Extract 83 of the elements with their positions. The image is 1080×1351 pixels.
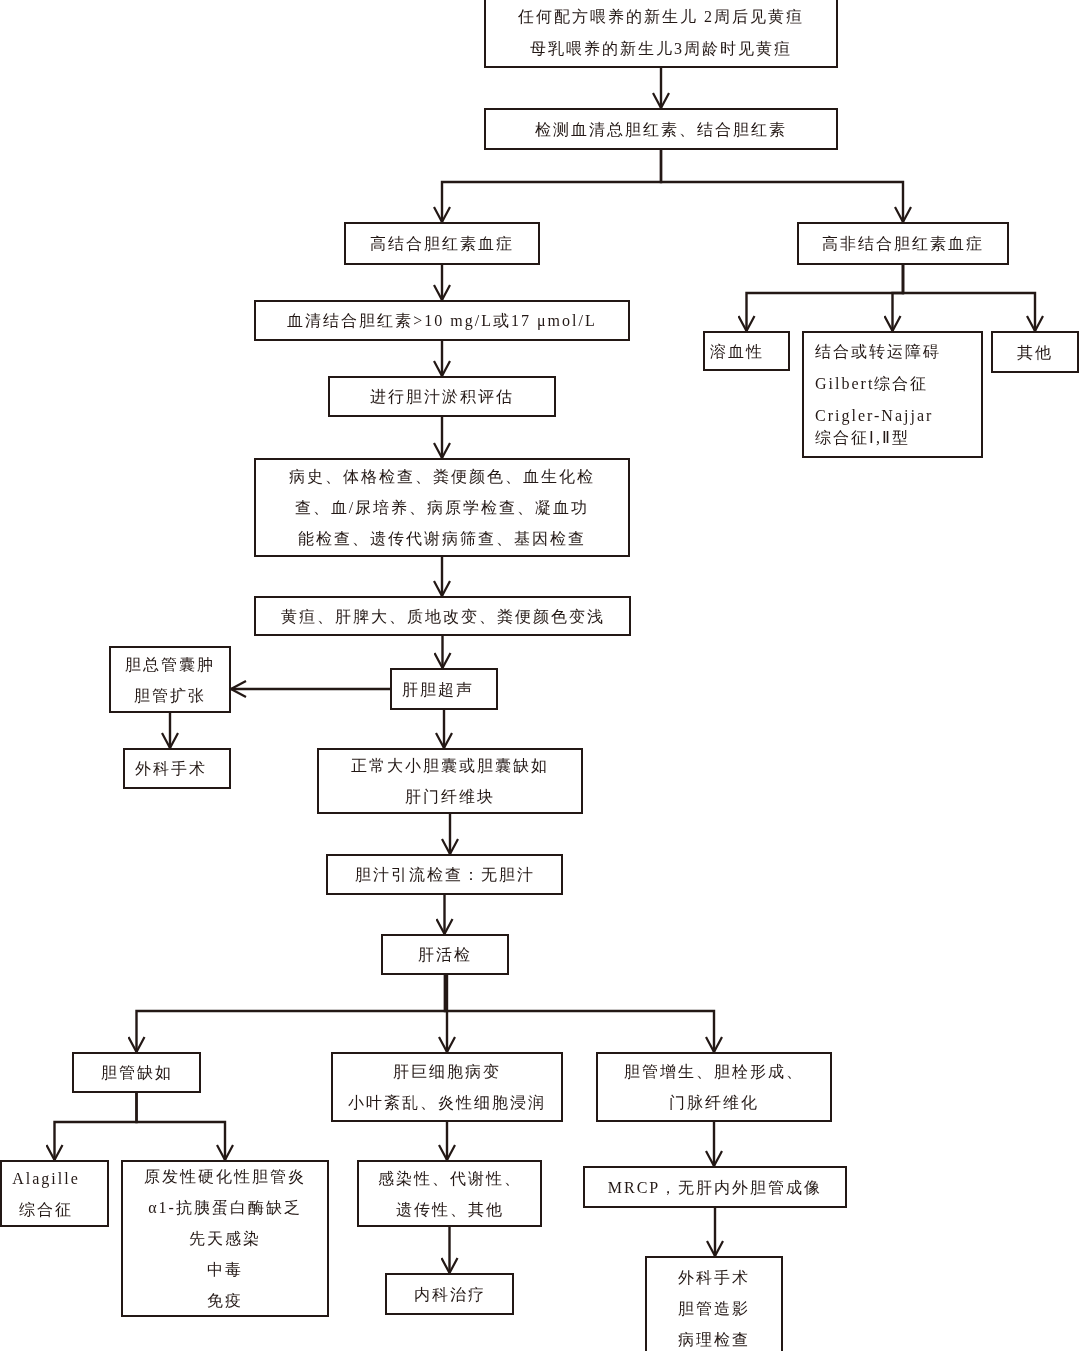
process-box (72, 1052, 201, 1093)
arrow (432, 417, 452, 460)
step-text: 胆管造影 (678, 1299, 750, 1319)
process-box (385, 1273, 514, 1315)
process-box (596, 1052, 832, 1122)
process-box (703, 331, 790, 371)
step-text: 正常大小胆囊或胆囊缺如 (351, 756, 549, 776)
step-text: 中毒 (207, 1260, 243, 1280)
step-text: 肝活检 (418, 945, 472, 965)
process-box (484, 108, 838, 150)
arrow (432, 557, 452, 598)
step-text: 内科治疗 (413, 1284, 486, 1305)
step-text: Gilbert综合征 (815, 373, 929, 394)
process-box (121, 1160, 329, 1317)
process-box (645, 1256, 783, 1351)
step-text: 血清结合胆红素>10 mg/L或17 μmol/L (287, 311, 597, 332)
step-text: 肝巨细胞病变 (393, 1062, 501, 1082)
arrow (433, 636, 452, 670)
step-text: 黄疸、肝脾大、质地改变、粪便颜色变浅 (280, 606, 605, 627)
process-box (109, 646, 231, 713)
step-text: 外科手术 (678, 1268, 750, 1288)
step-text: 其他 (1017, 342, 1053, 363)
step-text: 病史、体格检查、粪便颜色、血生化检查、血/尿培养、病原学检查、凝血功能检查、遗传代谢病筛查、基因检查 (288, 467, 596, 549)
step-text: MRCP，无肝内外胆管成像 (607, 1177, 823, 1198)
step-text: 感染性、代谢性、遗传性、其他 (376, 1168, 523, 1220)
process-box (991, 331, 1079, 373)
step-text: 肝门纤维块 (405, 787, 495, 807)
arrow (435, 895, 454, 936)
process-box (254, 300, 630, 341)
arrow (135, 1093, 235, 1162)
step-text: 小叶紊乱、炎性细胞浸润 (348, 1093, 546, 1113)
process-box (326, 854, 563, 895)
process-box (254, 596, 631, 636)
process-box (381, 934, 509, 975)
step-text: 胆管增生、胆栓形成、门脉纤维化 (623, 1062, 805, 1113)
arrow (443, 975, 724, 1054)
process-box (797, 222, 1009, 265)
step-text: 胆总管囊肿 (125, 654, 215, 675)
process-box (0, 1160, 109, 1227)
step-text: 高结合胆红素血症 (370, 234, 514, 254)
process-box (254, 458, 630, 557)
arrow (432, 341, 452, 378)
arrow (705, 1208, 725, 1258)
process-box (123, 748, 231, 789)
step-text: 肝胆超声 (402, 679, 474, 700)
process-box (331, 1052, 563, 1122)
step-text: α1-抗胰蛋白酶缺乏 (148, 1198, 302, 1218)
arrow (659, 150, 913, 224)
step-text: 母乳喂养的新生儿3周龄时见黄疸 (530, 39, 792, 59)
step-text: 病理检查 (678, 1330, 750, 1350)
step-text: 检测血清总胆红素、结合胆红素 (535, 119, 787, 140)
process-box (583, 1166, 847, 1208)
step-text: 进行胆汁淤积评估 (370, 387, 514, 407)
process-box (357, 1160, 542, 1227)
step-text: 胆汁引流检查：无胆汁 (354, 865, 535, 885)
step-text: 高非结合胆红素血症 (822, 234, 984, 254)
step-text: 胆管缺如 (100, 1063, 173, 1083)
step-text: 免疫 (207, 1291, 243, 1311)
arrow (440, 1227, 459, 1275)
arrow (160, 713, 180, 750)
process-box (390, 668, 498, 710)
arrow (651, 68, 671, 110)
step-text: 溶血性 (710, 341, 764, 362)
process-box (802, 331, 983, 458)
arrow (437, 975, 457, 1054)
arrow (440, 814, 460, 856)
arrow (434, 710, 454, 750)
arrow (437, 1122, 457, 1162)
process-box (484, 0, 838, 68)
step-text: 结合或转运障碍 (815, 341, 941, 362)
step-text: Alagille综合征 (11, 1168, 81, 1220)
process-box (317, 748, 583, 814)
step-text: 胆管扩张 (134, 685, 206, 706)
step-text: 原发性硬化性胆管炎 (144, 1167, 306, 1187)
arrow (901, 265, 1045, 333)
step-text: Crigler-Najjar综合征Ⅰ,Ⅱ型 (815, 405, 935, 448)
arrow (432, 265, 452, 302)
step-text: 先天感染 (189, 1229, 261, 1249)
step-text: 外科手术 (135, 759, 207, 779)
step-text: 任何配方喂养的新生儿 2周后见黄疸 (518, 7, 804, 27)
process-box (328, 376, 556, 417)
process-box (344, 222, 540, 265)
arrow (704, 1122, 724, 1168)
